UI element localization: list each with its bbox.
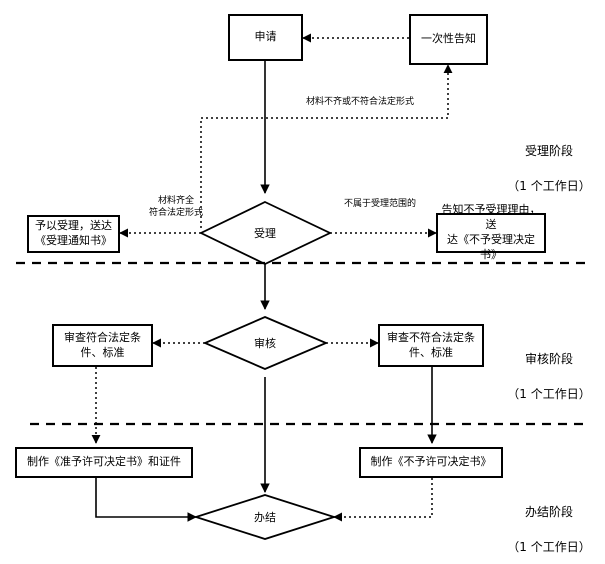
diamond-review — [202, 316, 329, 370]
stage-label-finish: 办结阶段 （1 个工作日） — [497, 487, 601, 564]
diamond-finish — [193, 494, 337, 540]
stage-label-review: 审核阶段 （1 个工作日） — [497, 334, 601, 421]
stage-label-finish-duration: （1 个工作日） — [507, 540, 591, 555]
connector-grant-to-finish — [95, 478, 197, 522]
edge-label-out-of-scope: 不属于受理范围的 — [343, 199, 416, 209]
node-permit-deny-label: 制作《不予许可决定书》 — [370, 455, 492, 469]
node-apply[interactable]: 申请 — [228, 14, 303, 61]
node-permit-deny[interactable]: 制作《不予许可决定书》 — [359, 447, 503, 478]
stage-label-finish-name: 办结阶段 — [524, 505, 573, 520]
stage-label-review-name: 审核阶段 — [524, 352, 573, 367]
node-one-time-notice-label: 一次性告知 — [421, 32, 476, 46]
node-review-label-wrap[interactable]: 审核 — [225, 332, 305, 354]
node-review-fail[interactable]: 审查不符合法定条 件、标准 — [378, 324, 484, 367]
node-review-fail-label: 审查不符合法定条 件、标准 — [387, 330, 475, 359]
node-accept-label: 受理 — [254, 227, 276, 240]
stage-label-accept: 受理阶段 （1 个工作日） — [497, 126, 601, 213]
node-finish-label: 办结 — [254, 511, 276, 524]
stage-label-accept-duration: （1 个工作日） — [507, 179, 591, 194]
node-review-pass[interactable]: 审查符合法定条 件、标准 — [52, 324, 153, 367]
node-accept-yes[interactable]: 予以受理，送达 《受理通知书》 — [27, 215, 120, 253]
node-accept-yes-label: 予以受理，送达 《受理通知书》 — [35, 219, 112, 247]
edge-label-materials-incomplete: 材料不齐或不符合法定形式 — [305, 97, 414, 107]
node-permit-grant[interactable]: 制作《准予许可决定书》和证件 — [15, 447, 193, 478]
node-accept-no-label: 告知不予受理理由，送 达《不予受理决定书》 — [441, 203, 541, 261]
node-finish-label-wrap[interactable]: 办结 — [225, 506, 305, 528]
node-one-time-notice[interactable]: 一次性告知 — [409, 14, 488, 65]
node-permit-grant-label: 制作《准予许可决定书》和证件 — [27, 455, 181, 469]
node-review-pass-label: 审查符合法定条 件、标准 — [64, 330, 141, 359]
node-review-label: 审核 — [254, 337, 276, 350]
node-accept-no[interactable]: 告知不予受理理由，送 达《不予受理决定书》 — [436, 203, 546, 261]
stage-label-accept-name: 受理阶段 — [524, 144, 573, 159]
node-apply-label: 申请 — [254, 30, 277, 44]
edge-label-materials-complete: 材料齐全 符合法定形式 — [148, 196, 203, 218]
node-accept-label-wrap[interactable]: 受理 — [225, 222, 305, 244]
stage-label-review-duration: （1 个工作日） — [507, 387, 591, 402]
connector-deny-to-finish — [333, 478, 433, 522]
